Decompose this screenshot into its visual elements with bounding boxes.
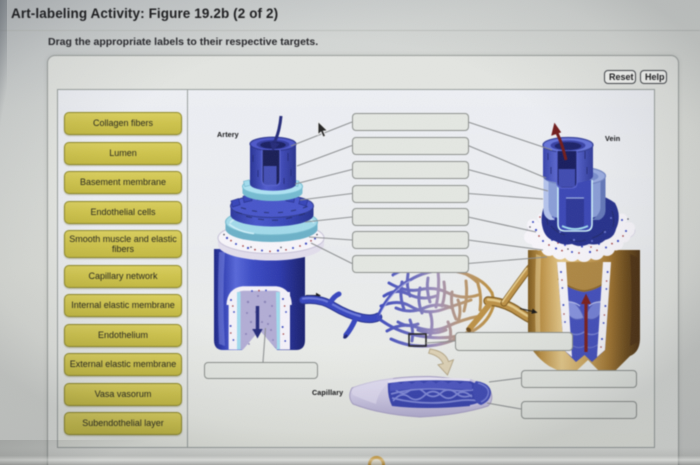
label-chip-internal-elastic[interactable]: Internal elastic membrane bbox=[64, 294, 182, 317]
vein-annotation: Vein bbox=[605, 134, 621, 143]
help-button[interactable]: Help bbox=[640, 70, 667, 84]
zoom-arrow bbox=[428, 348, 455, 376]
diagram-canvas: Artery Vein Capillary bbox=[188, 90, 652, 445]
label-chip-lumen[interactable]: Lumen bbox=[64, 142, 182, 165]
activity-panel: Reset Help Collagen fibers Lumen Basemen… bbox=[47, 55, 679, 465]
instruction-text: Drag the appropriate labels to their res… bbox=[48, 36, 319, 48]
drop-target-3[interactable] bbox=[352, 160, 469, 179]
drop-target-artery-bottom[interactable] bbox=[204, 362, 318, 379]
reset-button[interactable]: Reset bbox=[604, 70, 636, 84]
artery-annotation: Artery bbox=[217, 130, 239, 139]
vein-top-tube bbox=[542, 136, 594, 189]
drop-target-4[interactable] bbox=[352, 184, 469, 203]
page-title: Art-labeling Activity: Figure 19.2b (2 o… bbox=[11, 6, 279, 21]
capillary-illustration bbox=[349, 375, 493, 418]
drop-target-6[interactable] bbox=[352, 231, 469, 249]
drop-target-7[interactable] bbox=[352, 254, 469, 273]
drop-target-2[interactable] bbox=[352, 136, 469, 155]
drop-target-1[interactable] bbox=[352, 113, 469, 131]
drop-target-5[interactable] bbox=[352, 208, 469, 226]
title-divider bbox=[0, 30, 700, 31]
label-chip-endothelial-cells[interactable]: Endothelial cells bbox=[64, 201, 182, 224]
label-chip-endothelium[interactable]: Endothelium bbox=[64, 324, 182, 347]
activity-area: Collagen fibers Lumen Basement membrane … bbox=[57, 89, 655, 448]
label-chip-smooth-muscle[interactable]: Smooth muscle and elastic fibers bbox=[64, 230, 182, 258]
drop-target-capillary-2[interactable] bbox=[521, 400, 637, 419]
drop-target-capillary-1[interactable] bbox=[521, 369, 637, 388]
label-chip-collagen-fibers[interactable]: Collagen fibers bbox=[64, 112, 182, 135]
label-chip-external-elastic[interactable]: External elastic membrane bbox=[64, 353, 182, 376]
capillary-annotation: Capillary bbox=[312, 388, 344, 397]
label-chip-capillary-network[interactable]: Capillary network bbox=[64, 265, 182, 288]
label-chip-basement-membrane[interactable]: Basement membrane bbox=[64, 171, 182, 194]
drop-target-capillary-network[interactable] bbox=[455, 332, 573, 351]
arteriole bbox=[298, 291, 383, 339]
label-chip-subendothelial[interactable]: Subendothelial layer bbox=[64, 412, 182, 435]
label-bank: Collagen fibers Lumen Basement membrane … bbox=[58, 90, 188, 447]
label-chip-vasa-vasorum[interactable]: Vasa vasorum bbox=[64, 383, 182, 406]
